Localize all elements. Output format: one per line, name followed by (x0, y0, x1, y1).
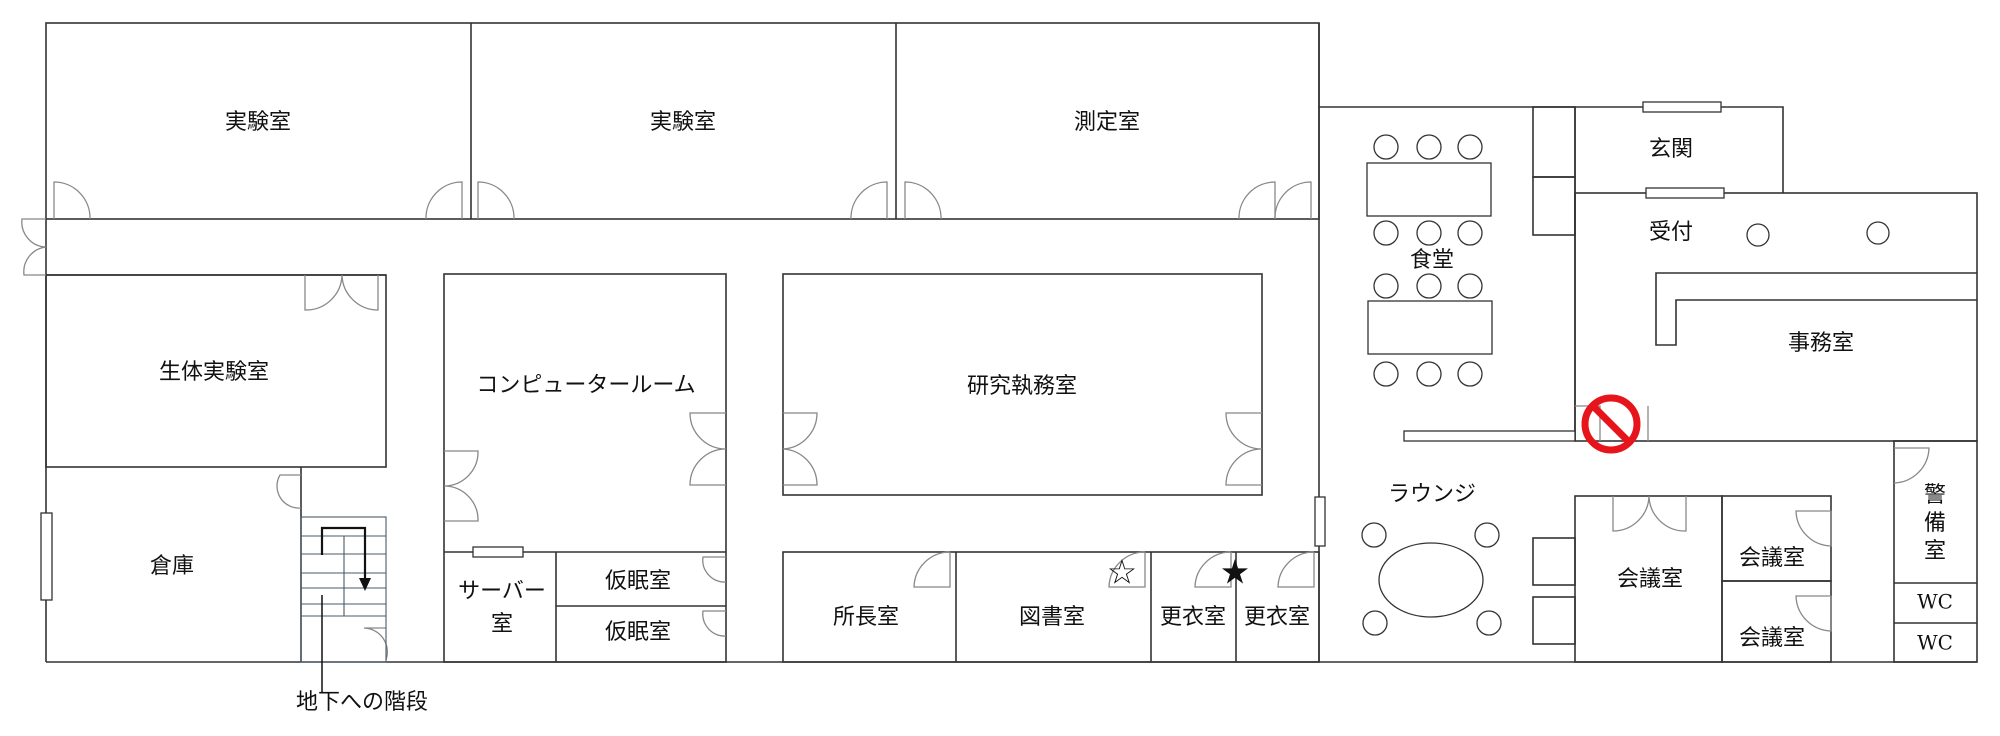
chair (1373, 361, 1399, 387)
room-label-computer-room: コンピュータールーム (476, 373, 695, 398)
black-star-icon: ★ (1220, 553, 1250, 593)
room-label-cafeteria: 食堂 (1410, 248, 1454, 273)
room-label-research-office: 研究執務室 (967, 374, 1077, 399)
room-label-nap-1: 仮眠室 (605, 569, 671, 594)
room-label-storage: 倉庫 (150, 554, 194, 579)
room-label-entrance: 玄関 (1649, 137, 1693, 162)
reception-stool (1866, 221, 1890, 245)
chair (1457, 134, 1483, 160)
chair (1373, 220, 1399, 246)
room-label-nap-2: 仮眠室 (605, 620, 671, 645)
chair (1474, 522, 1500, 548)
cafeteria-furniture (1361, 134, 1890, 636)
walls (45, 22, 1978, 663)
chair (1416, 273, 1442, 299)
room-label-locker-1: 更衣室 (1160, 605, 1226, 630)
room-label-lab-1: 実験室 (225, 110, 291, 135)
stairs-arrow (320, 526, 367, 580)
room-labels: 実験室 実験室 測定室 生体実験室 倉庫 コンピュータールーム サーバー 室 仮… (150, 110, 1953, 715)
chair (1476, 610, 1502, 636)
windows (40, 101, 1725, 601)
chair (1362, 610, 1388, 636)
room-label-measurement: 測定室 (1074, 110, 1140, 135)
room-label-locker-2: 更衣室 (1244, 605, 1310, 630)
room-label-wc-2: WC (1917, 631, 1953, 655)
room-label-office: 事務室 (1788, 331, 1854, 356)
reception-stool (1746, 223, 1770, 247)
stairs-arrowhead (359, 578, 371, 591)
no-entry-icon (1581, 394, 1641, 454)
chair (1416, 134, 1442, 160)
white-star-icon: ☆ (1107, 553, 1137, 593)
stairs-label: 地下への階段 (296, 690, 428, 715)
room-label-guard-3: 室 (1924, 539, 1946, 564)
stairs (300, 516, 387, 692)
chair (1373, 134, 1399, 160)
chair (1361, 522, 1387, 548)
doors (21, 181, 1930, 661)
room-label-meeting-small-1: 会議室 (1739, 546, 1805, 571)
room-label-wc-1: WC (1917, 590, 1953, 614)
dining-table (1367, 300, 1493, 355)
room-label-lab-2: 実験室 (650, 110, 716, 135)
room-label-lounge: ラウンジ (1388, 482, 1476, 507)
room-label-director: 所長室 (833, 605, 899, 630)
room-label-guard-2: 備 (1924, 511, 1946, 536)
dining-table (1366, 162, 1492, 217)
room-label-server-1: サーバー (458, 579, 546, 604)
chair (1457, 273, 1483, 299)
chair (1457, 361, 1483, 387)
room-label-meeting-large: 会議室 (1617, 567, 1683, 592)
room-label-meeting-small-2: 会議室 (1739, 626, 1805, 651)
lounge-table (1378, 542, 1484, 618)
room-label-library: 図書室 (1019, 605, 1085, 630)
chair (1457, 220, 1483, 246)
room-label-guard-1: 警 (1924, 483, 1946, 508)
room-label-reception: 受付 (1649, 220, 1693, 245)
room-label-bio-lab: 生体実験室 (159, 360, 269, 385)
chair (1416, 361, 1442, 387)
room-label-server-2: 室 (491, 612, 513, 637)
chair (1416, 220, 1442, 246)
chair (1373, 273, 1399, 299)
